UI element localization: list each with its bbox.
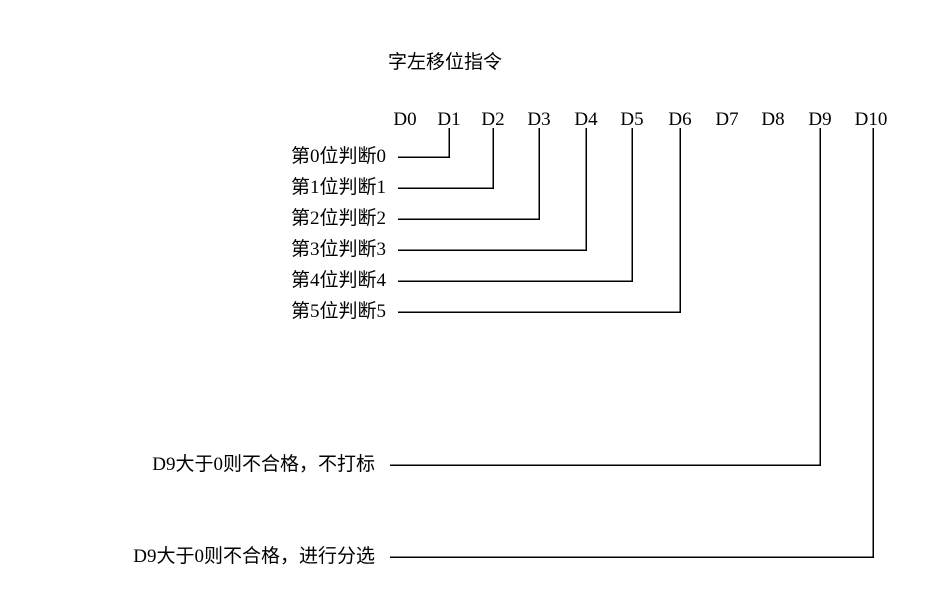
bit-label-d2: D2 bbox=[481, 109, 505, 130]
bit-label-d5: D5 bbox=[620, 109, 644, 130]
leader-line-note-0 bbox=[390, 128, 821, 466]
leader-line-bit-5 bbox=[398, 128, 681, 313]
bit-label-d4: D4 bbox=[574, 109, 598, 130]
leader-line-bit-4 bbox=[398, 128, 633, 282]
bit-judgement-label-2: 第2位判断2 bbox=[290, 208, 386, 229]
bit-judgement-label-0: 第0位判断0 bbox=[290, 146, 386, 167]
note-label-1: D9大于0则不合格，进行分选 bbox=[133, 546, 375, 567]
leader-line-bit-1 bbox=[398, 128, 494, 189]
bit-judgement-label-3: 第3位判断3 bbox=[290, 239, 386, 260]
bit-label-d3: D3 bbox=[527, 109, 551, 130]
bit-label-d10: D10 bbox=[854, 109, 888, 130]
bit-label-d0: D0 bbox=[393, 109, 417, 130]
note-label-0: D9大于0则不合格，不打标 bbox=[152, 454, 375, 475]
bit-judgement-label-1: 第1位判断1 bbox=[290, 177, 386, 198]
leader-line-bit-3 bbox=[398, 128, 587, 251]
bit-label-d8: D8 bbox=[761, 109, 785, 130]
page-title: 字左移位指令 bbox=[388, 52, 503, 73]
leader-line-bit-2 bbox=[398, 128, 540, 220]
bit-label-d9: D9 bbox=[808, 109, 832, 130]
bit-label-d6: D6 bbox=[668, 109, 692, 130]
bit-label-d1: D1 bbox=[437, 109, 461, 130]
bit-judgement-label-5: 第5位判断5 bbox=[290, 301, 386, 322]
bit-judgement-label-4: 第4位判断4 bbox=[290, 270, 386, 291]
bit-label-d7: D7 bbox=[715, 109, 739, 130]
leader-line-note-1 bbox=[390, 128, 874, 558]
leader-line-bit-0 bbox=[398, 128, 450, 158]
